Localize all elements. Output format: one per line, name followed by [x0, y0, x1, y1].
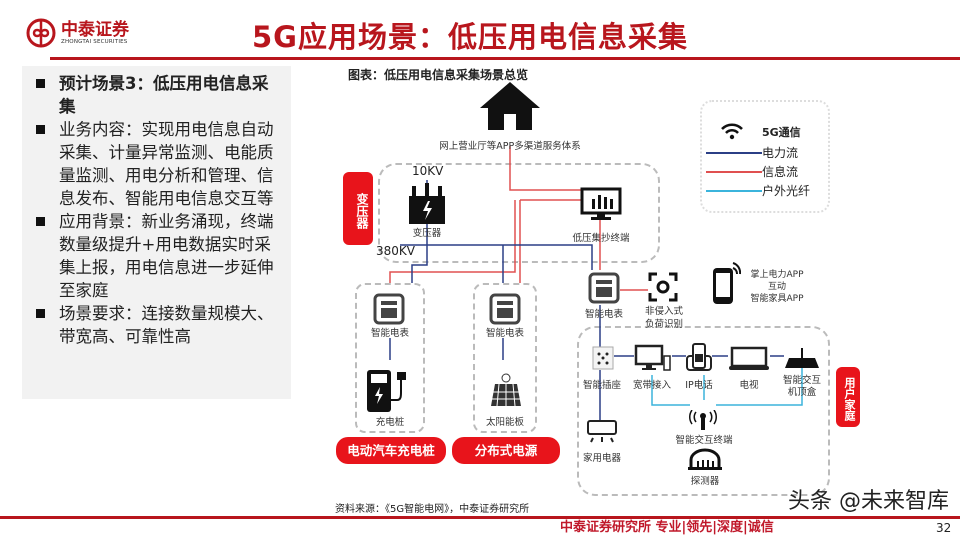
bullet-text: 场景要求：连接数量规模大、带宽高、可靠性高 [59, 304, 274, 346]
solar-caption: 太阳能板 [485, 417, 524, 428]
solar-group [473, 283, 537, 433]
smart-meter-icon [373, 293, 405, 325]
charger-caption: 充电桩 [375, 417, 405, 428]
smart-meter-icon [489, 293, 521, 325]
detector-icon [688, 448, 722, 470]
bullet-business: 业务内容：实现用电信息自动采集、计量异常监测、电能质量监测、用电分析和管理、信息… [36, 118, 281, 210]
nilm-line: 非侵入式 [644, 306, 683, 317]
bullet-text: 应用背景：新业务涌现，终端数量级提升+用电数据实时采集上报，用电信息进一步延伸至… [59, 212, 274, 300]
tv-icon [729, 346, 769, 370]
voltage-10kv: 10KV [412, 164, 444, 178]
ev-group [355, 283, 425, 433]
app-line: 互动 [767, 282, 786, 292]
legend-5g: 5G通信 [762, 126, 801, 139]
stb-caption: 智能交互机顶盒 [775, 375, 829, 399]
terminal-caption: 低压集抄终端 [572, 233, 630, 244]
bullet-background: 应用背景：新业务涌现，终端数量级提升+用电数据实时采集上报，用电信息进一步延伸至… [36, 210, 281, 302]
legend: 5G通信 电力流 信息流 户外光纤 [700, 100, 830, 213]
transformer-label: 变压器 [343, 172, 373, 245]
logo-text-cn: 中泰证券 [61, 20, 129, 40]
socket-caption: 智能插座 [582, 380, 621, 391]
legend-fiber-swatch [706, 190, 762, 192]
ev-charger-icon [367, 370, 406, 412]
bullet-requirements: 场景要求：连接数量规模大、带宽高、可靠性高 [36, 302, 281, 348]
legend-info-swatch [706, 171, 762, 173]
smart-meter-icon [588, 272, 620, 304]
page-number: 32 [936, 521, 952, 535]
detector-caption: 探测器 [690, 476, 720, 487]
broadband-pc-icon [634, 344, 671, 371]
monitor-icon [580, 187, 622, 220]
nilm-caption: 非侵入式负荷识别 [636, 305, 692, 331]
ipphone-caption: IP电话 [685, 380, 713, 391]
legend-fiber: 户外光纤 [762, 184, 811, 198]
bullet-icon [36, 79, 45, 88]
transformer-caption: 变压器 [412, 228, 442, 239]
home-group [577, 326, 830, 496]
watermark: 头条 @未来智库 [788, 489, 949, 514]
hub-caption: 智能交互终端 [675, 435, 733, 446]
wifi-icon [721, 123, 743, 140]
stb-line: 机顶盒 [787, 387, 817, 398]
meter-caption: 智能电表 [485, 328, 524, 339]
power-line [400, 244, 593, 270]
footer-rule [0, 516, 960, 519]
legend-info: 信息流 [762, 165, 799, 179]
bullet-scenario: 预计场景3：低压用电信息采集 [36, 72, 281, 118]
appliance-caption: 家用电器 [582, 453, 621, 464]
voltage-380kv: 380KV [376, 244, 415, 258]
scenario-summary: 预计场景3：低压用电信息采集 业务内容：实现用电信息自动采集、计量异常监测、电能… [22, 66, 291, 399]
nilm-line: 负荷识别 [644, 319, 683, 330]
smart-socket-icon [592, 346, 614, 370]
antenna-icon [689, 410, 717, 430]
bullet-icon [36, 309, 45, 318]
house-caption: 网上营业厅等APP多渠道服务体系 [439, 141, 581, 152]
page-title: 5G应用场景：低压用电信息采集 [252, 20, 688, 54]
meter-caption: 智能电表 [584, 309, 623, 320]
diagram-title: 图表：低压用电信息采集场景总览 [348, 68, 529, 82]
set-top-box-icon [785, 348, 819, 368]
legend-power: 电力流 [762, 146, 799, 160]
ev-group-label: 电动汽车充电桩 [336, 437, 446, 464]
solar-panel-icon [491, 373, 521, 407]
source-note: 资料来源：《5G智能电网》，中泰证券研究所 [335, 504, 530, 515]
dist-group-label: 分布式电源 [452, 437, 560, 464]
legend-power-swatch [706, 152, 762, 154]
transformer-icon [409, 183, 445, 224]
substation-group [378, 163, 660, 263]
bullet-icon [36, 217, 45, 226]
meter-caption: 智能电表 [370, 328, 409, 339]
tv-caption: 电视 [739, 380, 759, 391]
nilm-scan-icon [648, 272, 678, 302]
logo-text-en: ZHONGTAI SECURITIES [61, 39, 128, 45]
fiber-line [651, 362, 803, 406]
power-line [389, 305, 601, 420]
bullet-text: 预计场景3：低压用电信息采集 [59, 74, 269, 116]
info-line [509, 146, 583, 191]
house-icon [480, 82, 540, 130]
zhongtai-logo-icon [26, 18, 56, 48]
app-caption: 掌上电力APP 互动智能家具APP [742, 269, 812, 305]
broadband-caption: 宽带接入 [632, 380, 671, 391]
home-label: 用户家庭 [836, 367, 860, 427]
app-line: 掌上电力APP [750, 270, 804, 280]
bullet-text: 业务内容：实现用电信息自动采集、计量异常监测、电能质量监测、用电分析和管理、信息… [59, 120, 274, 208]
stb-line: 智能交互 [782, 375, 821, 386]
info-line [389, 200, 516, 283]
smartphone-icon [713, 262, 741, 304]
bullet-icon [36, 125, 45, 134]
app-line: 智能家具APP [750, 294, 804, 304]
header-divider [50, 57, 960, 60]
air-conditioner-icon [587, 420, 617, 443]
ip-phone-icon [686, 343, 712, 371]
footer-slogan: 中泰证券研究所 专业|领先|深度|诚信 [560, 520, 774, 535]
